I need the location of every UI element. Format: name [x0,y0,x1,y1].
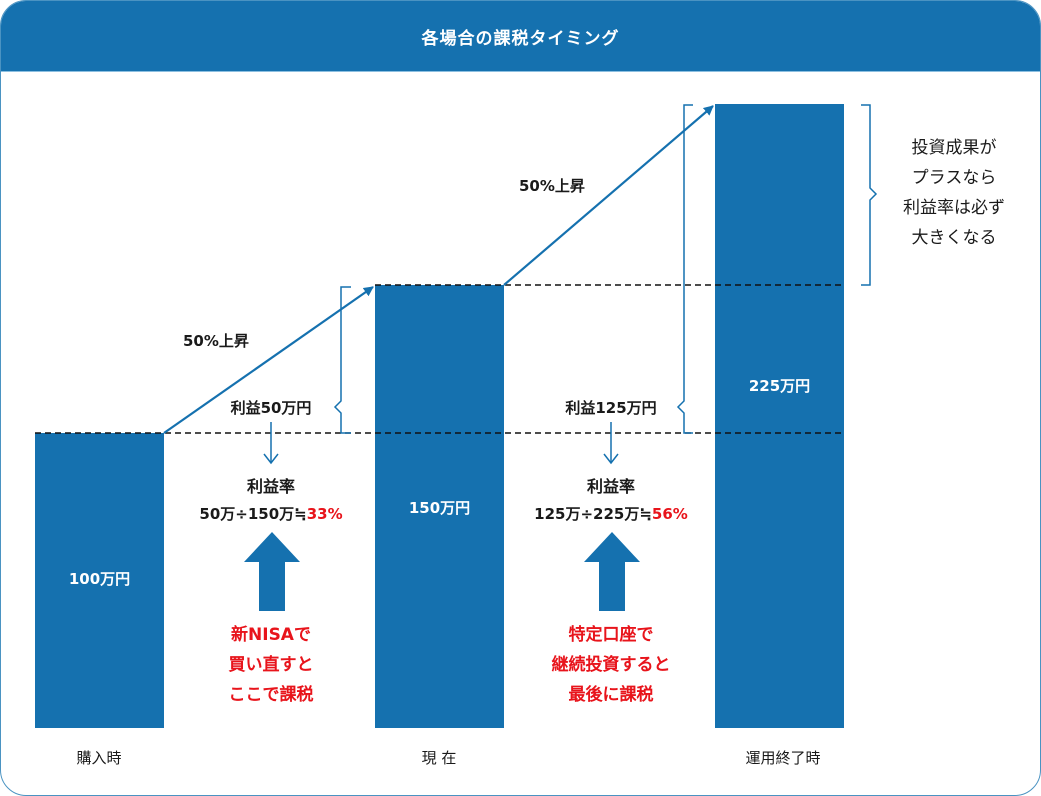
rise-label-2: 50%上昇 [519,177,585,195]
axis-label-current: 現 在 [421,749,457,767]
rate-formula-2: 125万÷225万≒56% [534,503,688,524]
note-line: 投資成果が [911,138,997,158]
bracket-profit-50 [333,286,351,434]
note-nisa: 新NISAで 買い直すと ここで課税 [229,620,314,710]
note-line: 買い直すと [228,655,314,675]
note-line: 新NISAで [231,625,311,645]
up-arrow-icon [584,532,640,611]
note-line: プラスなら [911,168,997,188]
bracket-profit-125 [676,104,693,434]
bracket-side-note [861,104,878,286]
profit-label-50: 利益50万円 [230,399,312,417]
bar-value-current: 150万円 [408,499,471,517]
note-line: 利益率は必ず [903,198,1005,218]
note-line: 大きくなる [911,228,997,248]
rate-title-1: 利益率 [246,477,296,496]
rate-result-33: 33% [306,505,343,523]
side-note: 投資成果が プラスなら 利益率は必ず 大きくなる [887,133,1021,253]
rise-arrow-2 [503,105,714,286]
bar-purchase [35,433,164,728]
rate-formula-1: 50万÷150万≒33% [199,503,342,524]
note-line: 特定口座で [568,625,654,645]
formula-text: 50万÷150万≒ [199,505,307,523]
header: 各場合の課税タイミング [1,1,1040,72]
note-line: 継続投資すると [551,655,671,675]
down-arrow-icon [603,422,619,465]
bar-current [375,285,504,728]
axis-label-end: 運用終了時 [745,749,821,767]
bar-value-end: 225万円 [748,377,811,395]
bar-end [715,104,844,728]
page-title: 各場合の課税タイミング [421,28,620,49]
rate-title-2: 利益率 [586,477,636,496]
rise-label-1: 50%上昇 [183,332,249,350]
rise-arrow-1 [163,286,374,434]
axis-label-purchase: 購入時 [76,749,122,767]
profit-label-125: 利益125万円 [565,399,657,417]
formula-text: 125万÷225万≒ [534,505,652,523]
note-tokutei: 特定口座で 継続投資すると 最後に課税 [552,620,671,710]
down-arrow-icon [263,422,279,465]
note-line: 最後に課税 [568,685,654,705]
note-line: ここで課税 [228,685,314,705]
rate-result-56: 56% [651,505,688,523]
bar-value-purchase: 100万円 [68,570,131,588]
up-arrow-icon [244,532,300,611]
